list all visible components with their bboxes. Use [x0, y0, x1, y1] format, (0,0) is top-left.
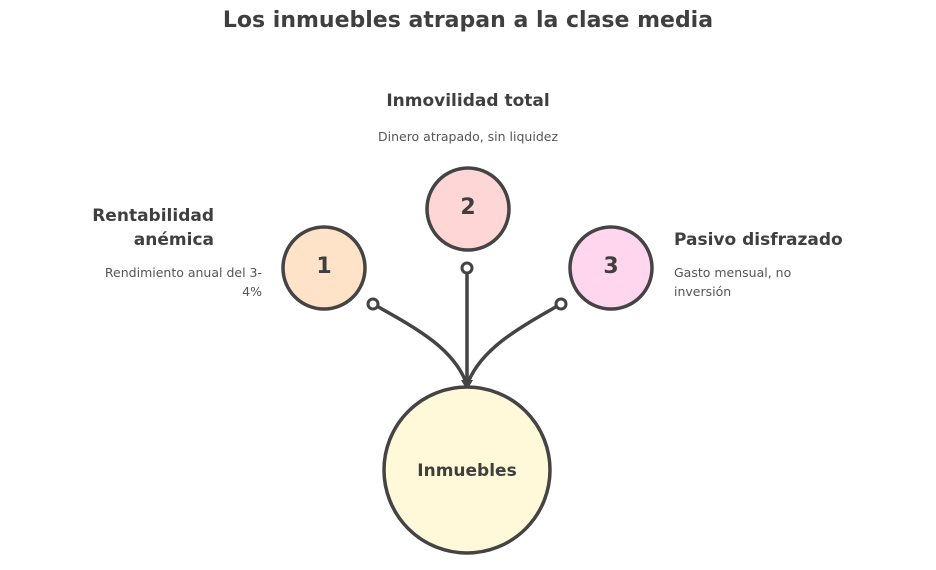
connector-end-3: [554, 297, 568, 311]
node-1-desc-line2: 4%: [242, 284, 262, 299]
node-3-desc: Gasto mensual, no inversión: [674, 263, 791, 301]
connector-end-2: [460, 261, 474, 275]
node-1-circle: [281, 225, 367, 311]
node-3-desc-line1: Gasto mensual, no: [674, 265, 792, 280]
node-1-label-line1: Rentabilidad: [92, 206, 214, 226]
arrow-head: [461, 380, 473, 390]
center-circle: [382, 385, 552, 555]
node-3-desc-line2: inversión: [674, 284, 732, 299]
node-1-label-line2: anémica: [133, 230, 214, 250]
node-1-desc-line1: Rendimiento anual del 3-: [104, 265, 262, 280]
connector-1: [371, 302, 469, 387]
node-3-number: 3: [603, 254, 619, 279]
node-2-desc: Dinero atrapado, sin liquidez: [377, 129, 559, 144]
node-2-circle: [425, 166, 511, 252]
node-2-number: 2: [460, 195, 476, 220]
node-1-label: Rentabilidad anémica: [92, 204, 214, 252]
center-label: Inmuebles: [417, 461, 517, 481]
diagram-title: Los inmuebles atrapan a la clase media: [222, 8, 714, 33]
node-3-circle: [568, 225, 654, 311]
node-1-number: 1: [316, 254, 332, 279]
node-1-desc: Rendimiento anual del 3- 4%: [105, 263, 262, 301]
node-2-label: Inmovilidad total: [386, 91, 550, 111]
connector-3: [465, 302, 563, 387]
node-3-label: Pasivo disfrazado: [674, 230, 843, 250]
connector-end-1: [366, 297, 380, 311]
